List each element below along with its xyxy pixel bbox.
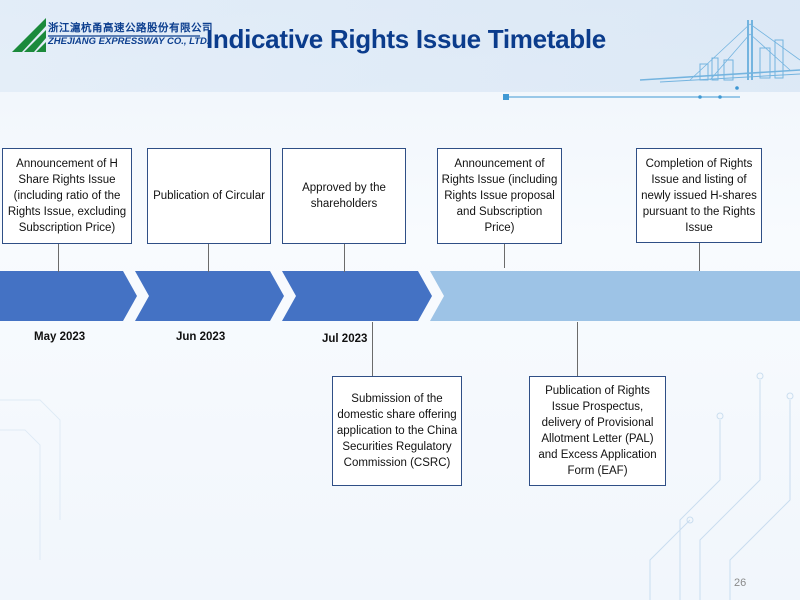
month-label-jun: Jun 2023: [176, 331, 226, 343]
event-box-publication-circular: Publication of Circular: [147, 148, 271, 244]
timeline-arrow-may: [0, 271, 137, 321]
timeline-arrow-jul: [282, 271, 432, 321]
timeline-arrows: [0, 271, 800, 321]
event-box-approved-shareholders: Approved by the shareholders: [282, 148, 406, 244]
page-title: Indicative Rights Issue Timetable: [206, 24, 606, 54]
connector-line: [577, 322, 578, 376]
event-box-prospectus-publication: Publication of Rights Issue Prospectus, …: [529, 376, 666, 486]
company-logo: [12, 18, 200, 52]
accent-line: [503, 86, 740, 100]
event-box-announcement-rights-issue: Announcement of Rights Issue (including …: [437, 148, 562, 244]
timeline-arrow-jun: [135, 271, 284, 321]
circuit-decoration: [649, 372, 794, 600]
event-box-announcement-h-share: Announcement of H Share Rights Issue (in…: [2, 148, 132, 244]
page-number: 26: [734, 577, 747, 589]
company-name-en: ZHEJIANG EXPRESSWAY CO., LTD.: [48, 36, 210, 47]
event-box-csrc-submission: Submission of the domestic share offerin…: [332, 376, 462, 486]
event-box-completion-listing: Completion of Rights Issue and listing o…: [636, 148, 762, 243]
month-label-may: May 2023: [34, 331, 86, 343]
connector-line: [58, 244, 59, 272]
connector-line: [699, 243, 700, 271]
connector-line: [344, 244, 345, 272]
timeline-arrow-future: [430, 271, 800, 321]
month-label-jul: Jul 2023: [322, 333, 368, 345]
skyline-decoration: [639, 20, 800, 83]
connector-line: [504, 244, 505, 268]
company-name-cn: 浙江滬杭甬高速公路股份有限公司: [48, 22, 213, 34]
connector-line: [208, 244, 209, 272]
connector-line: [372, 322, 373, 376]
